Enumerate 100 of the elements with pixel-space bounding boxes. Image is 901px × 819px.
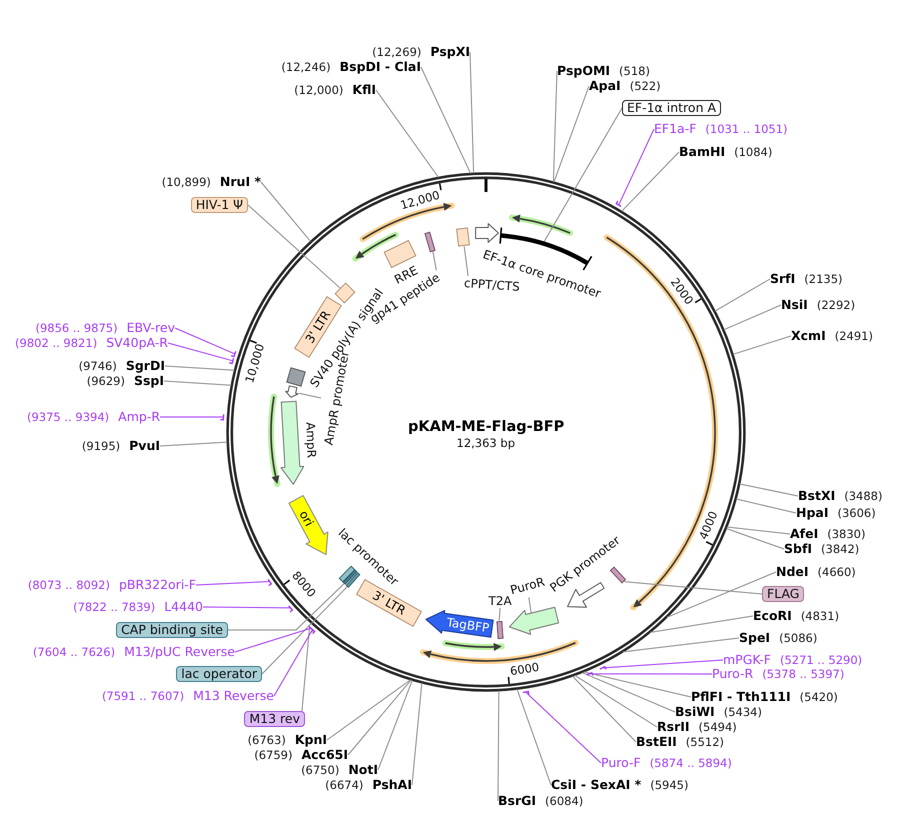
leader-line [736, 498, 796, 514]
site-position: (10,899) [162, 175, 211, 189]
leader-line [202, 606, 291, 608]
primer-position: (7591 .. 7607) [102, 689, 184, 703]
primer-name: EBV-rev [126, 321, 175, 335]
feature-block [284, 384, 300, 400]
feature-tag: EF-1α intron A [622, 100, 722, 116]
feature-name: ori [296, 507, 318, 531]
leader-line [726, 528, 784, 550]
enzyme-name: PspOMI [557, 64, 610, 78]
leader-line [553, 86, 590, 183]
enzyme-name: NsiI [781, 298, 808, 312]
leader-line [588, 673, 712, 674]
leader-line [622, 638, 740, 652]
enzyme-name: SgrDI [126, 359, 165, 373]
leader-line [376, 90, 439, 178]
leader-line [528, 596, 532, 614]
leader-line [739, 483, 798, 496]
site-position: (6763) [248, 733, 286, 747]
leader-line [624, 581, 762, 594]
feature-box [456, 228, 470, 247]
leader-line [525, 692, 602, 764]
leader-line [248, 204, 341, 289]
leader-line [666, 572, 776, 618]
primer-name: L4440 [164, 600, 203, 614]
enzyme-name: SrfI [770, 272, 796, 286]
leader-line [298, 392, 322, 398]
enzyme-name: KpnI [294, 733, 327, 747]
feature-tag: M13 rev [244, 711, 305, 727]
enzyme-name: BsrGI [498, 794, 536, 808]
leader-line [228, 583, 344, 630]
site-position: (6750) [301, 763, 340, 777]
primer-position: (5378 .. 5397) [762, 667, 844, 681]
enzyme-name: NdeI [776, 565, 809, 579]
feature-name: TagBFP [444, 614, 492, 638]
leader-line [464, 246, 469, 277]
primer-name: mPGK-F [723, 653, 771, 667]
leader-line [432, 251, 437, 271]
feature-label: AmpR [303, 422, 319, 458]
site-position: (2292) [816, 298, 856, 312]
leader-line [168, 342, 234, 362]
feature-block [474, 222, 499, 244]
feature-tag: HIV-1 Ψ [190, 197, 248, 213]
site-position: (3606) [838, 506, 876, 520]
enzyme-name: SspI [134, 374, 164, 388]
scale-label: 4000 [696, 509, 720, 542]
leader-line [726, 526, 790, 534]
site-position: (12,246) [281, 60, 331, 74]
site-position: (5512) [686, 735, 724, 749]
leader-line [498, 690, 500, 802]
leader-line [732, 336, 792, 355]
leader-line [326, 679, 412, 740]
enzyme-name: BamHI [679, 145, 726, 159]
site-position: (522) [630, 79, 661, 93]
leader-line [260, 182, 312, 242]
leader-line [602, 660, 724, 668]
feature-bar [424, 232, 436, 252]
enzyme-name: SbfI [784, 542, 812, 556]
enzyme-name: PflFI - Tth111I [691, 690, 791, 704]
leader-line [274, 629, 313, 696]
site-position: (5945) [650, 778, 688, 792]
site-position: (12,000) [294, 83, 344, 97]
primer-position: (9856 .. 9875) [35, 321, 118, 335]
primer-name: pBR322ori-F [118, 578, 196, 592]
site-position: (2491) [834, 329, 873, 343]
enzyme-name: Acc65I [301, 748, 348, 762]
primer-position: (5874 .. 5894) [650, 756, 732, 770]
enzyme-name: BsiWI [675, 705, 715, 719]
feature-tag: FLAG [762, 586, 804, 602]
leader-line [420, 66, 472, 174]
primer-name: Puro-R [712, 667, 754, 681]
site-position: (3488) [844, 489, 882, 503]
leader-line [412, 682, 422, 786]
leader-line [516, 688, 552, 786]
primer-name: EF1a-F [654, 122, 696, 136]
site-position: (4660) [818, 565, 856, 579]
site-position: (4831) [800, 609, 840, 623]
leader-line [378, 680, 413, 770]
site-position: (2135) [804, 272, 843, 286]
scale-label: 10,000 [243, 342, 267, 385]
plasmid-size: 12,363 bp [456, 436, 515, 450]
enzyme-name: AfeI [790, 527, 818, 541]
site-position: (9629) [86, 374, 125, 388]
primer-position: (8073 .. 8092) [28, 578, 110, 592]
site-position: (5420) [800, 690, 838, 704]
leader-line [582, 672, 676, 712]
feature-tag: lac operator [176, 666, 262, 682]
site-position: (518) [619, 64, 650, 78]
enzyme-name: ApaI [589, 79, 621, 93]
leader-line [348, 679, 412, 756]
site-position: (6084) [545, 794, 584, 808]
primer-position: (9802 .. 9821) [15, 336, 98, 350]
leader-line [723, 304, 782, 330]
enzyme-name: XcmI [791, 329, 826, 343]
leader-line [552, 70, 558, 182]
leader-line [583, 671, 692, 698]
primer-position: (5271 .. 5290) [780, 653, 862, 667]
site-position: (5434) [724, 705, 762, 719]
primer-name: SV40pA-R [106, 336, 168, 350]
feature-tag: CAP binding site [116, 622, 228, 638]
